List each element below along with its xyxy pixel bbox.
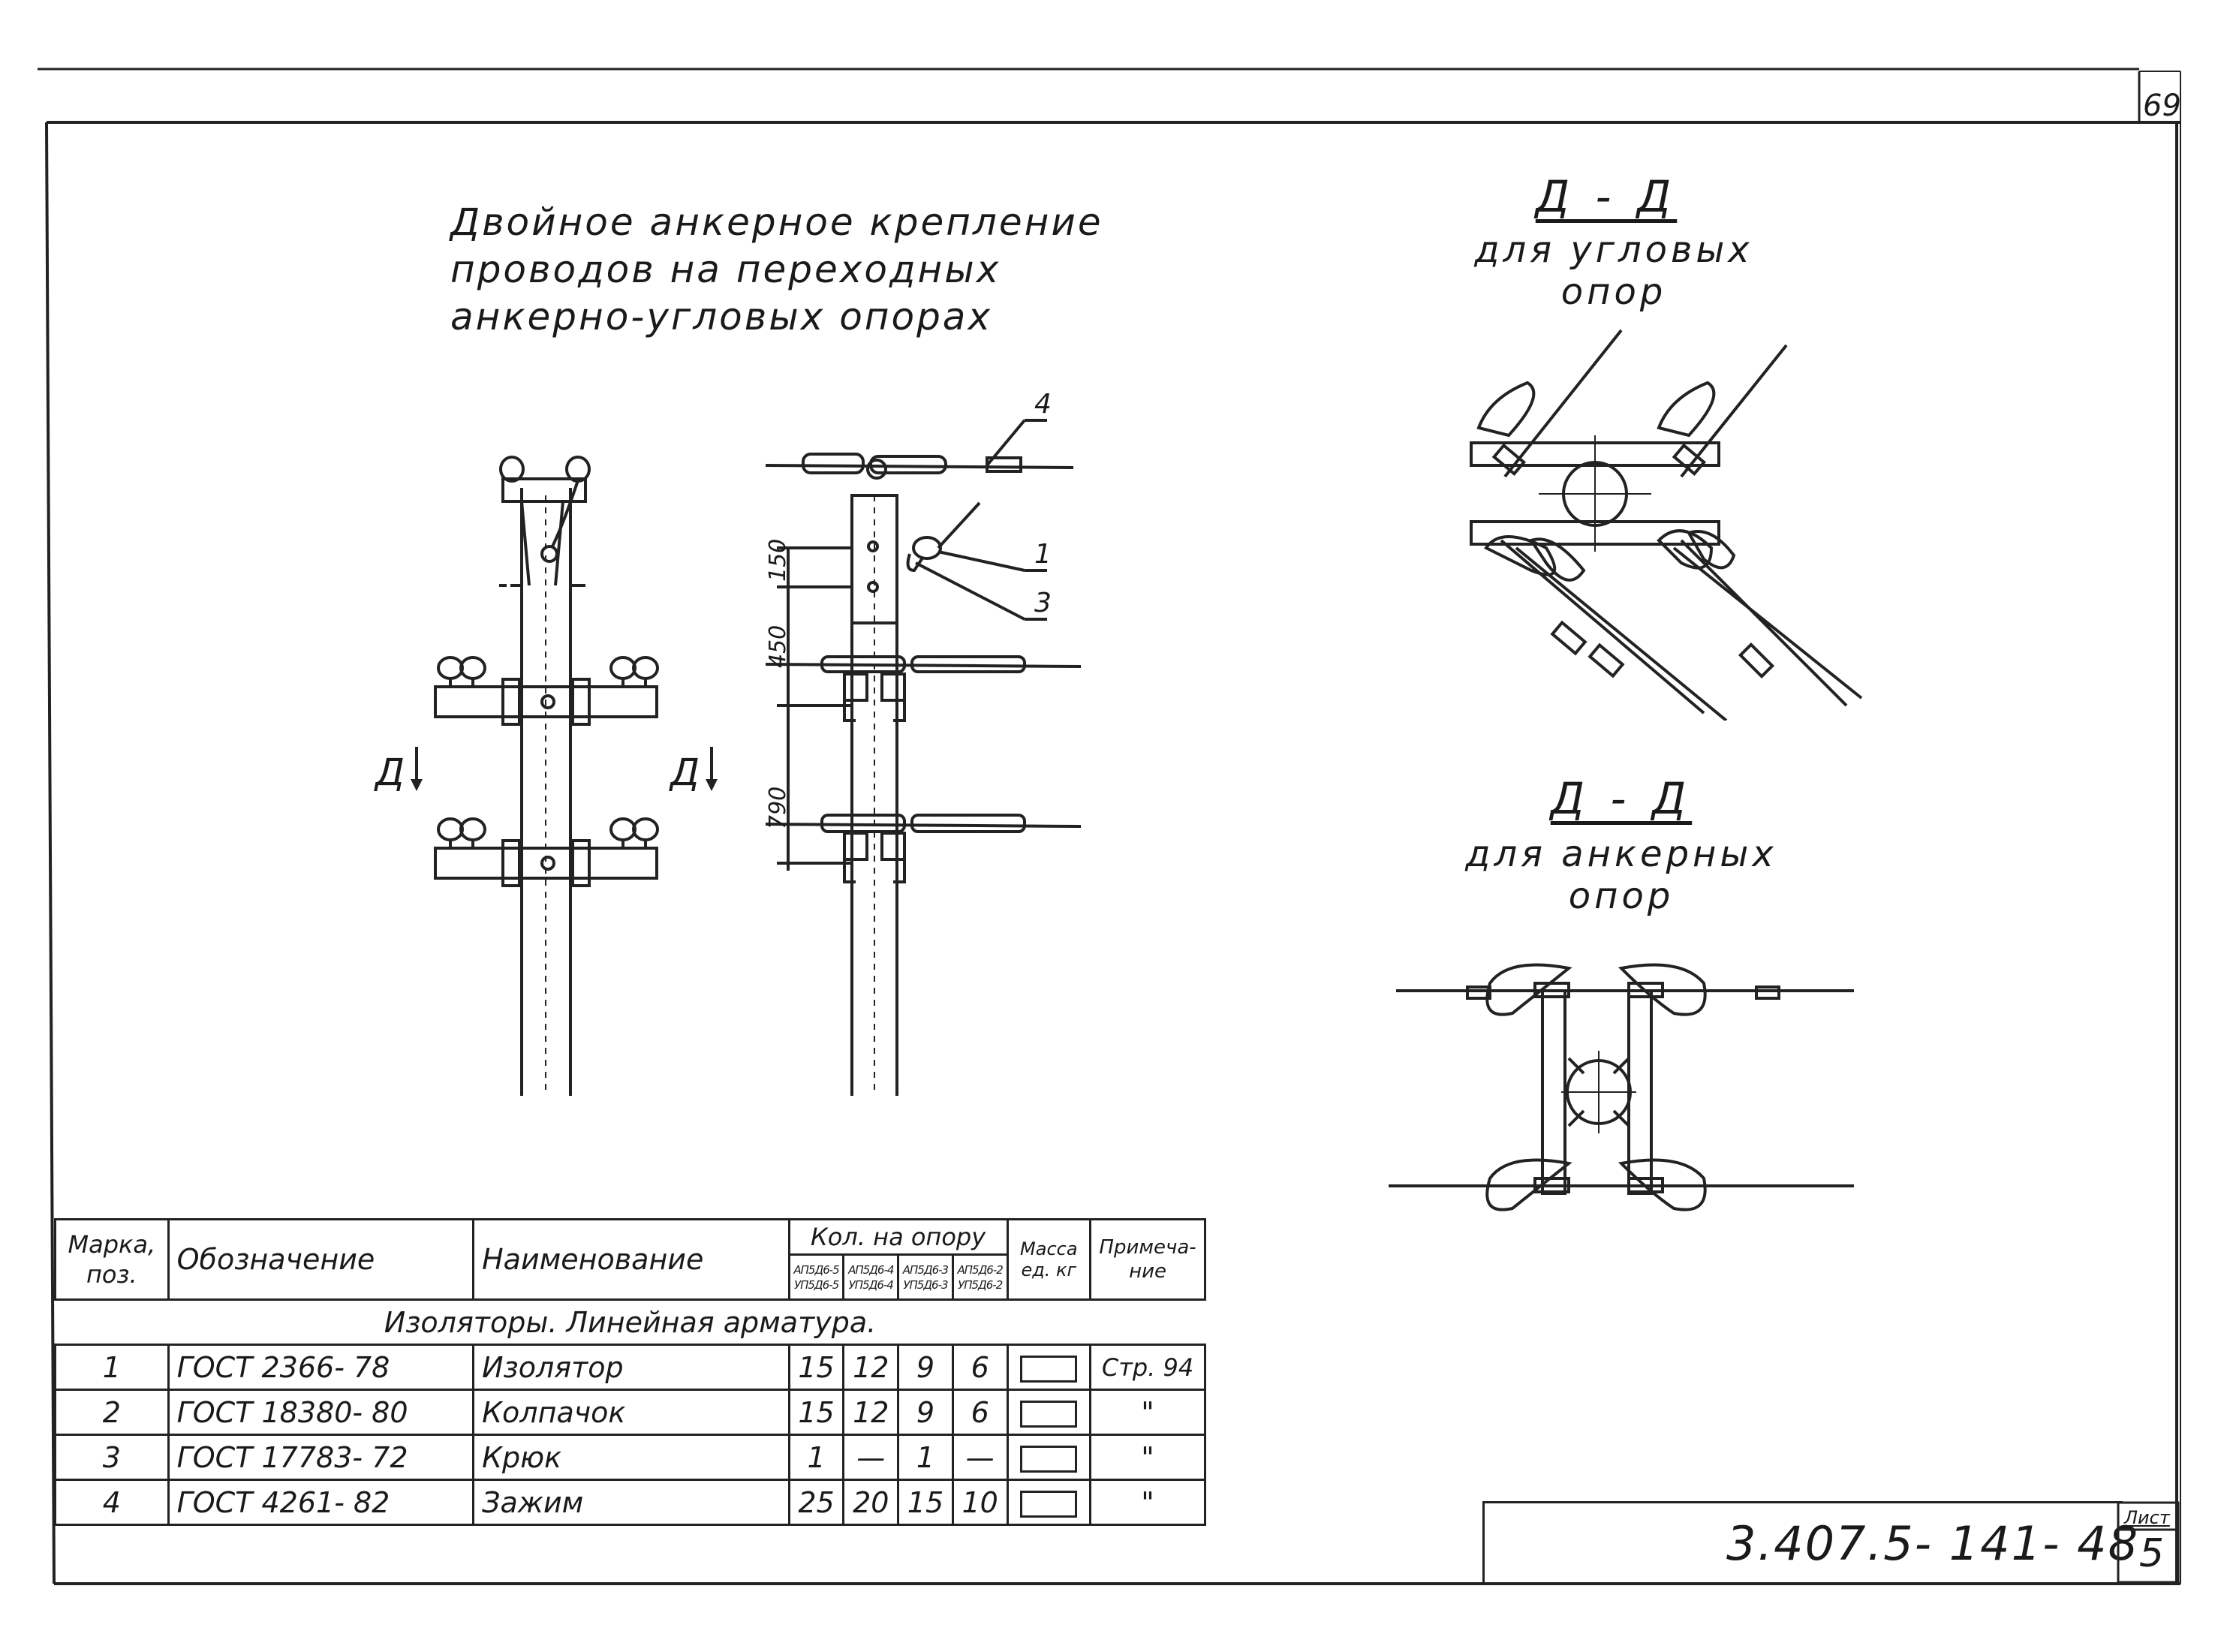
section-marker-right: Д	[670, 751, 700, 794]
group-label: Изоляторы. Линейная арматура.	[55, 1298, 1205, 1346]
callout-3: 3	[1034, 588, 1052, 618]
title-block	[1482, 1501, 2123, 1584]
dimension-790: 790	[765, 787, 791, 829]
section-arrow-left	[411, 747, 423, 791]
callout-1: 1	[1034, 539, 1052, 570]
mass-cell	[1006, 1389, 1092, 1436]
callout-4: 4	[1034, 390, 1052, 420]
header-designation: Обозначение	[167, 1218, 475, 1301]
page-number: 69	[2143, 89, 2181, 123]
mass-cell	[1006, 1434, 1092, 1481]
header-name: Наименование	[472, 1218, 790, 1301]
header-note: Примеча- ние	[1089, 1218, 1206, 1301]
header-mark: Марка, поз.	[54, 1218, 170, 1301]
table-row: 2 ГОСТ 18380- 80 Колпачок 15 12 9 6 "	[54, 1389, 1206, 1436]
sheet-number: 5	[2139, 1531, 2165, 1576]
sheet-box	[2117, 1501, 2180, 1584]
title-line: Двойное анкерное крепление	[450, 200, 1103, 244]
document-number: 3.407.5- 141- 48	[1726, 1516, 2140, 1571]
section-arrow-right	[706, 747, 718, 791]
table-row: 1 ГОСТ 2366- 78 Изолятор 15 12 9 6 Стр. …	[54, 1344, 1206, 1391]
dimension-150: 150	[765, 539, 791, 582]
title-line: проводов на переходных	[450, 248, 1001, 291]
table-group-row: Изоляторы. Линейная арматура.	[55, 1298, 1205, 1346]
section-corner-heading: Д - Д	[1535, 171, 1678, 222]
mass-cell	[1006, 1479, 1092, 1526]
section-anchor-heading: Д - Д	[1550, 773, 1693, 824]
sheet-label: Лист	[2124, 1507, 2170, 1528]
table-row: 3 ГОСТ 17783- 72 Крюк 1 — 1 — "	[54, 1434, 1206, 1481]
title-line: анкерно-угловых опорах	[450, 295, 993, 339]
specification-table: Марка, поз. Обозначение Наименование Кол…	[54, 1218, 1206, 1526]
header-mass: Масса ед. кг	[1006, 1218, 1092, 1301]
dimension-450: 450	[765, 625, 791, 668]
anchor-pole-section	[1389, 963, 1854, 1211]
header-qty: Кол. на опору	[787, 1218, 1009, 1256]
pole-front-view	[434, 456, 659, 1096]
table-row: 4 ГОСТ 4261- 82 Зажим 25 20 15 10 "	[54, 1479, 1206, 1526]
section-marker-left: Д	[375, 751, 405, 794]
corner-pole-section	[1470, 329, 1863, 721]
drawing-title: Двойное анкерное крепление проводов на п…	[450, 199, 1103, 341]
mass-cell	[1006, 1344, 1092, 1391]
pole-side-view: 4 1 3 150 450 790	[765, 390, 1082, 1096]
section-corner-subtitle: для угловых опор	[1474, 229, 1753, 313]
section-anchor-subtitle: для анкерных опор	[1465, 833, 1777, 917]
table-header-row: Марка, поз. Обозначение Наименование Кол…	[54, 1218, 1206, 1301]
